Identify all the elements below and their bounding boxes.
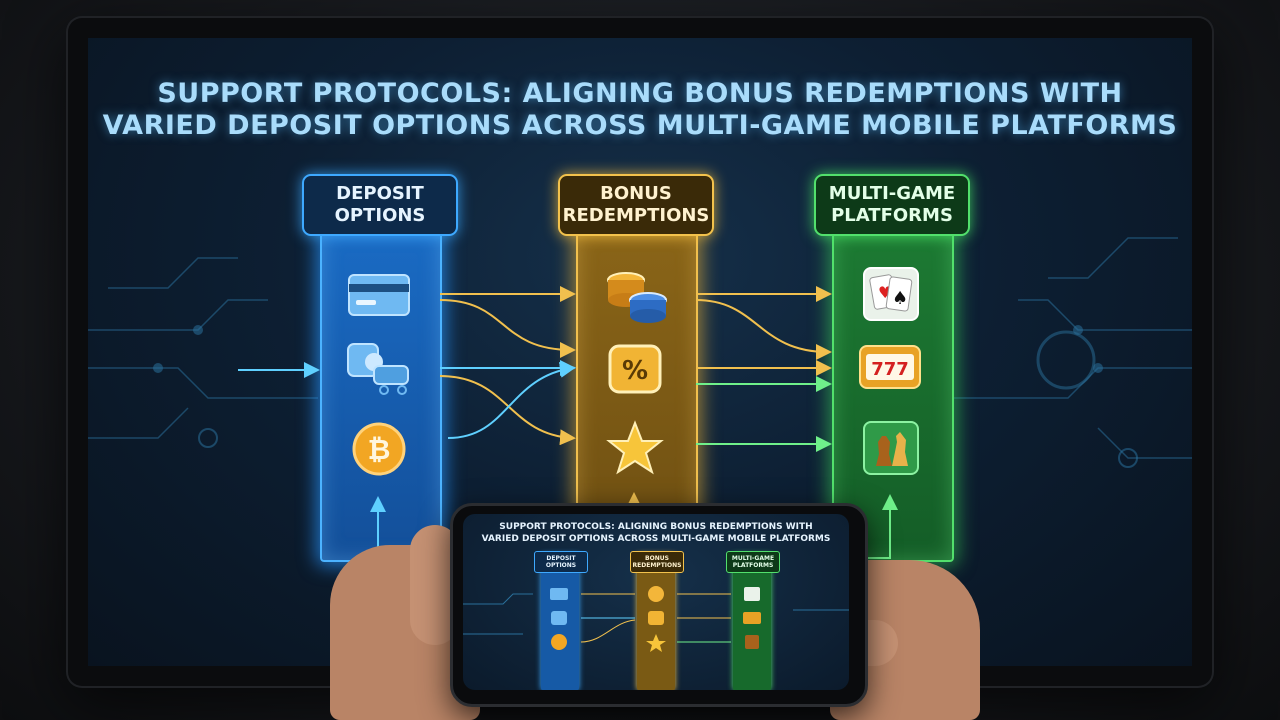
deposit-header-line-2: OPTIONS [334, 205, 426, 226]
smartphone: SUPPORT PROTOCOLS: ALIGNING BONUS REDEMP… [450, 503, 868, 707]
phone-bonus-header-line-1: BONUS [645, 555, 669, 562]
mobile-wallet-icon [344, 340, 414, 398]
phone-title-line-2: VARIED DEPOSIT OPTIONS ACROSS MULTI-GAME… [481, 534, 831, 544]
phone-deposit-header: DEPOSIT OPTIONS [534, 551, 588, 573]
phone-chips-icon [648, 586, 664, 602]
deposit-options-header: DEPOSIT OPTIONS [302, 174, 458, 236]
phone-slot-icon [743, 612, 761, 624]
phone-credit-card-icon [550, 588, 568, 600]
deposit-header-line-1: DEPOSIT [336, 183, 424, 204]
platforms-header-line-1: MULTI-GAME [828, 183, 956, 204]
phone-bonus-header-line-2: REDEMPTIONS [632, 562, 682, 569]
bitcoin-icon: ₿ [352, 422, 406, 476]
bitcoin-symbol: ₿ [368, 433, 391, 466]
phone-diagram-icons [463, 586, 849, 652]
phone-deposit-header-line-2: OPTIONS [545, 562, 577, 569]
phone-title-line-1: SUPPORT PROTOCOLS: ALIGNING BONUS REDEMP… [499, 522, 813, 532]
slot-machine-icon: 777 [858, 344, 922, 390]
percent-icon: % [608, 344, 662, 394]
phone-wallet-icon [551, 611, 567, 625]
percent-symbol: % [622, 356, 648, 386]
phone-chess-icon [745, 635, 759, 649]
phone-star-icon [646, 634, 666, 652]
arrow-wallet-to-star [439, 375, 576, 446]
circuit-background [88, 237, 1192, 468]
casino-chips-icon [602, 264, 672, 326]
slot-digits: 777 [871, 359, 909, 380]
platforms-header-line-2: PLATFORMS [831, 205, 953, 226]
credit-card-icon [346, 272, 412, 318]
arrow-card-to-percent [439, 299, 576, 358]
title-line-2: VARIED DEPOSIT OPTIONS ACROSS MULTI-GAME… [102, 110, 1178, 141]
arrow-bitcoin-to-percent [447, 361, 576, 439]
phone-cards-icon [744, 587, 760, 601]
bonus-header-line-2: REDEMPTIONS [562, 205, 710, 226]
svg-text:♠: ♠ [892, 288, 908, 309]
bell-node [1036, 330, 1096, 390]
phone-platforms-header-line-1: MULTI-GAME [731, 555, 775, 562]
chess-icon [862, 420, 920, 476]
phone-bonus-header: BONUS REDEMPTIONS [630, 551, 684, 573]
title-line-1: SUPPORT PROTOCOLS: ALIGNING BONUS REDEMP… [157, 78, 1123, 109]
phone-screen: SUPPORT PROTOCOLS: ALIGNING BONUS REDEMP… [463, 514, 849, 690]
phone-deposit-header-line-1: DEPOSIT [546, 555, 576, 562]
phone-bitcoin-icon [551, 634, 567, 650]
flow-arrows [238, 286, 898, 559]
multi-game-platforms-header: MULTI-GAME PLATFORMS [814, 174, 970, 236]
phone-percent-icon [648, 611, 664, 625]
playing-cards-icon: ♥♠ [862, 266, 920, 322]
phone-platforms-header: MULTI-GAME PLATFORMS [726, 551, 780, 573]
bonus-header-line-1: BONUS [600, 183, 672, 204]
arrow-chips-to-slot [695, 299, 832, 360]
phone-platforms-header-line-2: PLATFORMS [732, 562, 774, 569]
star-icon [606, 420, 664, 476]
bonus-redemptions-header: BONUS REDEMPTIONS [558, 174, 714, 236]
